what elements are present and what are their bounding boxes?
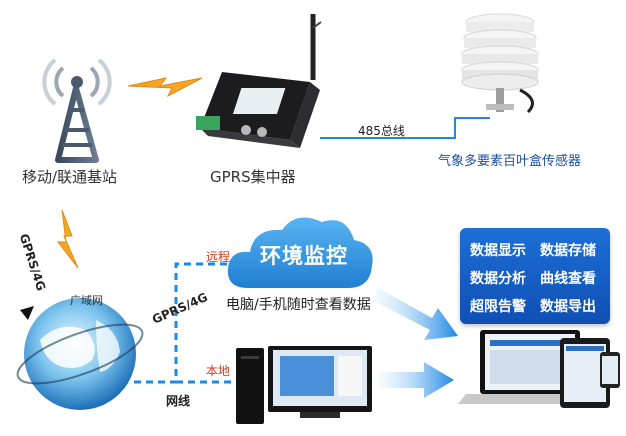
features-panel: 数据显示 数据存储 数据分析 曲线查看 超限告警 数据导出 xyxy=(460,228,610,324)
wireless-lightning-icon xyxy=(127,77,203,98)
laptop-tablet-icon xyxy=(458,330,620,408)
tower-label: 移动/联通基站 xyxy=(22,168,118,186)
feature-item: 数据导出 xyxy=(540,299,596,315)
concentrator-label: GPRS集中器 xyxy=(210,168,296,186)
globe-icon xyxy=(16,298,144,410)
feature-item: 数据存储 xyxy=(540,243,596,259)
feature-item: 数据显示 xyxy=(470,243,526,259)
network-links xyxy=(134,262,262,384)
cloud-subtitle: 电脑/手机随时查看数据 xyxy=(226,297,371,313)
gprs-lightning-icon xyxy=(56,209,79,269)
louver-box-sensor-icon xyxy=(461,13,539,114)
feature-item: 数据分析 xyxy=(470,271,526,287)
remote-arrow xyxy=(372,288,458,340)
gprs-concentrator-device-icon xyxy=(196,14,322,148)
remote-label: 远程 xyxy=(206,250,231,264)
sensor-label: 气象多要素百叶盒传感器 xyxy=(438,154,582,169)
desktop-pc-icon xyxy=(236,346,372,424)
cloud-title: 环境监控 xyxy=(260,244,348,268)
feature-item: 曲线查看 xyxy=(540,271,596,287)
base-station-tower-icon xyxy=(42,58,112,163)
cloud-shape xyxy=(227,217,373,288)
feature-item: 超限告警 xyxy=(470,299,526,315)
wan-label: 广域网 xyxy=(70,294,103,307)
local-arrow xyxy=(378,362,454,398)
local-label: 本地 xyxy=(206,364,231,378)
cable-label: 网线 xyxy=(166,394,191,408)
bus-label: 485总线 xyxy=(358,124,405,138)
